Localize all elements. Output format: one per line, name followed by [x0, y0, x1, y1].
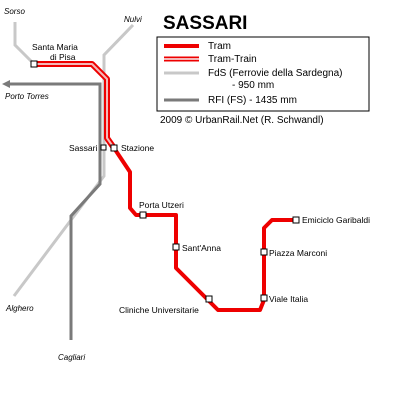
destination-cagliari: Cagliari — [58, 353, 85, 362]
station-marker-piazza-marconi — [260, 248, 268, 256]
station-marker-cliniche — [205, 295, 213, 303]
porto-torres-arrow-icon — [2, 80, 10, 88]
legend-fds-label: FdS (Ferrovie della Sardegna) — [208, 68, 343, 79]
station-porta-utzeri-label: Porta Utzeri — [139, 200, 184, 210]
station-stazione-label: Stazione — [121, 143, 154, 153]
tram-train-outer — [34, 61, 117, 150]
station-piazza-marconi-label: Piazza Marconi — [269, 248, 327, 258]
station-santa-maria-label-2: di Pisa — [50, 52, 76, 62]
station-marker-stazione — [110, 144, 118, 152]
map-title: SASSARI — [163, 13, 247, 34]
destination-sorso: Sorso — [4, 7, 25, 16]
station-marker-porta-utzeri — [139, 211, 147, 219]
station-emiciclo-label: Emiciclo Garibaldi — [302, 215, 370, 225]
station-marker-santa-maria — [30, 60, 38, 68]
fds-line-alghero — [12, 152, 106, 297]
station-santa-maria-label-1: Santa Maria — [32, 42, 78, 52]
destination-porto-torres: Porto Torres — [5, 92, 49, 101]
credit-text: 2009 © UrbanRail.Net (R. Schwandl) — [160, 115, 324, 126]
station-sassari-label: Sassari — [69, 143, 97, 153]
tram-line — [112, 146, 296, 312]
legend-fds-gauge: - 950 mm — [232, 80, 274, 91]
destination-alghero: Alghero — [5, 304, 34, 313]
station-cliniche-label: Cliniche Universitarie — [119, 305, 199, 315]
destination-nulvi: Nulvi — [124, 15, 142, 24]
station-marker-viale-italia — [260, 294, 268, 302]
fds-line-sorso — [13, 22, 36, 66]
station-viale-italia-label: Viale Italia — [269, 294, 308, 304]
station-marker-sassari — [100, 144, 107, 151]
legend-tram-train-label: Tram-Train — [208, 54, 257, 65]
tram-train-inner — [34, 63, 115, 149]
station-santanna-label: Sant'Anna — [182, 243, 221, 253]
station-marker-emiciclo — [292, 216, 300, 224]
station-marker-santanna — [172, 243, 180, 251]
legend-rfi-label: RFI (FS) - 1435 mm — [208, 95, 297, 106]
rfi-line-porto-torres-cagliari — [8, 82, 102, 340]
legend-tram-label: Tram — [208, 41, 231, 52]
